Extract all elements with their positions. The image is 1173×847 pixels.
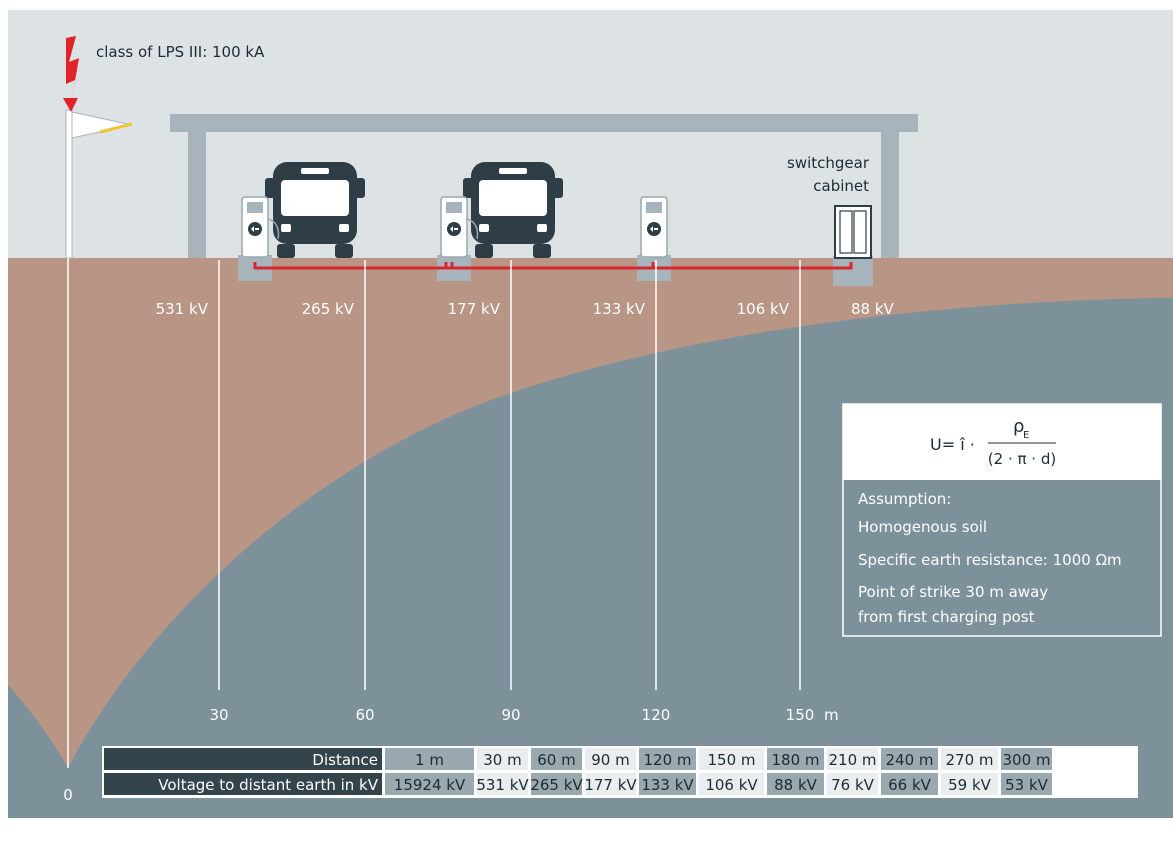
voltage-cell-bg xyxy=(477,773,528,795)
voltage-cell-bg xyxy=(385,773,474,795)
voltage-cell-bg xyxy=(881,773,938,795)
voltage-cell-bg xyxy=(531,773,582,795)
distance-cell-bg xyxy=(699,748,764,770)
switchgear-cabinet-icon xyxy=(833,205,873,286)
cabinet-label-line1: switchgear xyxy=(787,154,870,172)
distance-cell: 240 m xyxy=(885,751,933,769)
distance-tick-label: 120 xyxy=(642,706,671,724)
voltage-label: 133 kV xyxy=(593,300,646,318)
assumption-line: Point of strike 30 m away xyxy=(858,583,1048,601)
row-header-cell xyxy=(104,748,382,770)
voltage-cell: 265 kV xyxy=(530,776,583,794)
voltage-label: 88 kV xyxy=(851,300,895,318)
distance-cell: 60 m xyxy=(537,751,575,769)
distance-unit-label: m xyxy=(824,706,839,724)
canopy-pillar-right xyxy=(881,132,899,258)
voltage-cell-bg xyxy=(699,773,764,795)
distance-cell-bg xyxy=(1001,748,1052,770)
distance-cell-bg xyxy=(585,748,636,770)
distance-cell-bg xyxy=(941,748,998,770)
distance-cell-bg xyxy=(827,748,878,770)
voltage-cell: 53 kV xyxy=(1005,776,1049,794)
distance-cell: 270 m xyxy=(945,751,993,769)
voltage-cell-bg xyxy=(941,773,998,795)
earthing-cable xyxy=(253,262,853,270)
voltage-cell: 531 kV xyxy=(476,776,529,794)
row-header-cell xyxy=(104,773,382,795)
voltage-cell-bg xyxy=(585,773,636,795)
distance-cell: 300 m xyxy=(1002,751,1050,769)
distance-cell: 180 m xyxy=(771,751,819,769)
voltage-cell: 15924 kV xyxy=(394,776,466,794)
canopy-pillar-left xyxy=(188,132,206,258)
bus-icon xyxy=(463,162,563,258)
voltage-cell-bg xyxy=(767,773,824,795)
assumption-line: Homogenous soil xyxy=(858,518,987,536)
voltage-label: 531 kV xyxy=(156,300,209,318)
distance-cell: 1 m xyxy=(415,751,444,769)
cabinet-label-line2: cabinet xyxy=(813,177,869,195)
distance-cell: 150 m xyxy=(707,751,755,769)
strike-label: class of LPS III: 100 kA xyxy=(96,43,265,61)
distance-tick-label: 90 xyxy=(501,706,520,724)
voltage-cell: 88 kV xyxy=(774,776,818,794)
distance-cell-bg xyxy=(385,748,474,770)
distance-tick-label: 150 xyxy=(786,706,815,724)
voltage-label: 106 kV xyxy=(737,300,790,318)
data-table: Distance Voltage to distant earth in kV … xyxy=(102,746,1138,798)
distance-cell: 120 m xyxy=(643,751,691,769)
voltage-label: 265 kV xyxy=(302,300,355,318)
lightning-mast xyxy=(65,109,133,259)
distance-cell-bg xyxy=(477,748,528,770)
voltage-label: 177 kV xyxy=(448,300,501,318)
distance-tick-label: 60 xyxy=(355,706,374,724)
strike-arrow-icon xyxy=(63,98,78,112)
distance-cell-bg xyxy=(639,748,696,770)
row-header-voltage: Voltage to distant earth in kV xyxy=(158,776,378,794)
row-header-distance: Distance xyxy=(312,751,378,769)
formula-lhs: U= î · xyxy=(930,435,975,454)
voltage-cell: 106 kV xyxy=(705,776,758,794)
formula-denominator: (2 · π · d) xyxy=(988,450,1056,468)
bus-icon xyxy=(265,162,365,258)
distance-cell-bg xyxy=(767,748,824,770)
distance-origin-label: 0 xyxy=(63,786,73,804)
voltage-cell: 59 kV xyxy=(948,776,992,794)
voltage-cell: 133 kV xyxy=(641,776,694,794)
voltage-cell: 66 kV xyxy=(888,776,932,794)
assumption-title: Assumption: xyxy=(858,490,951,508)
voltage-cell: 177 kV xyxy=(584,776,637,794)
voltage-cell-bg xyxy=(639,773,696,795)
formula-box: U= î · ρ E (2 · π · d) Assumption: Homog… xyxy=(842,403,1162,637)
distance-cell: 90 m xyxy=(591,751,629,769)
assumption-line: Specific earth resistance: 1000 Ωm xyxy=(858,551,1122,569)
formula-numerator: ρ xyxy=(1013,416,1024,437)
formula-numerator-sub: E xyxy=(1023,430,1029,441)
canopy-roof xyxy=(170,114,918,132)
distance-cell-bg xyxy=(531,748,582,770)
table-cells: 1 m 15924 kV 30 m 531 kV 60 m 265 kV 90 m 177 k… xyxy=(385,748,1052,795)
voltage-cell-bg xyxy=(827,773,878,795)
distance-cell-bg xyxy=(881,748,938,770)
distance-cell: 210 m xyxy=(828,751,876,769)
lightning-bolt-icon xyxy=(66,36,79,104)
distance-cell: 30 m xyxy=(483,751,521,769)
distance-tick-label: 30 xyxy=(209,706,228,724)
voltage-cell: 76 kV xyxy=(831,776,875,794)
voltage-cell-bg xyxy=(1001,773,1052,795)
assumption-line: from first charging post xyxy=(858,608,1035,626)
